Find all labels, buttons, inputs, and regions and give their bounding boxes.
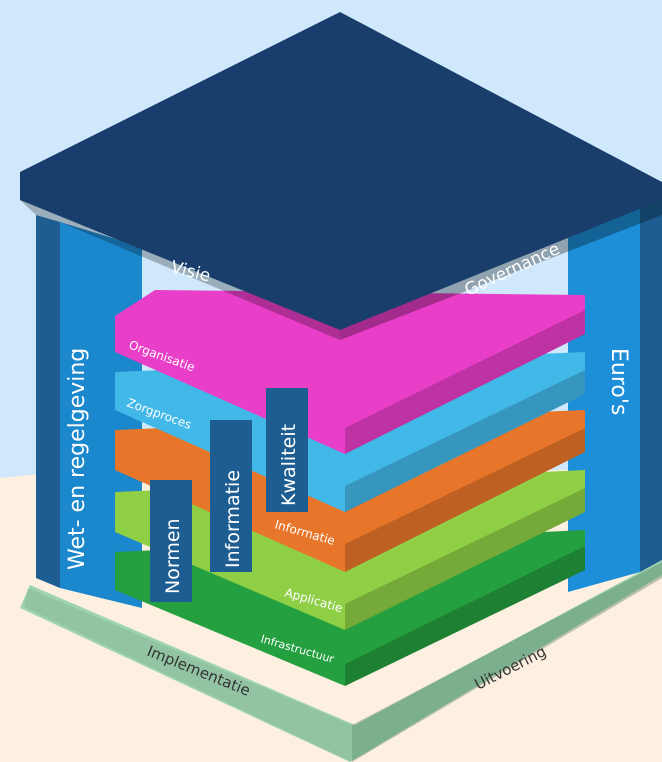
right-column [568,190,662,592]
column-label-euros: Euro's [606,348,631,415]
layer-organisatie [115,290,585,454]
pillar-label-normen: Normen [162,518,184,594]
base-platform [20,560,662,762]
pillar-label-kwaliteit: Kwaliteit [278,424,300,506]
pillar-normen [150,480,192,602]
roof [20,12,662,340]
column-label-wet-en-regelgeving: Wet- en regelgeving [65,348,90,570]
pillar-label-informatie: Informatie [222,470,244,568]
pillar-informatie [210,420,252,572]
pillar-kwaliteit [266,388,308,512]
